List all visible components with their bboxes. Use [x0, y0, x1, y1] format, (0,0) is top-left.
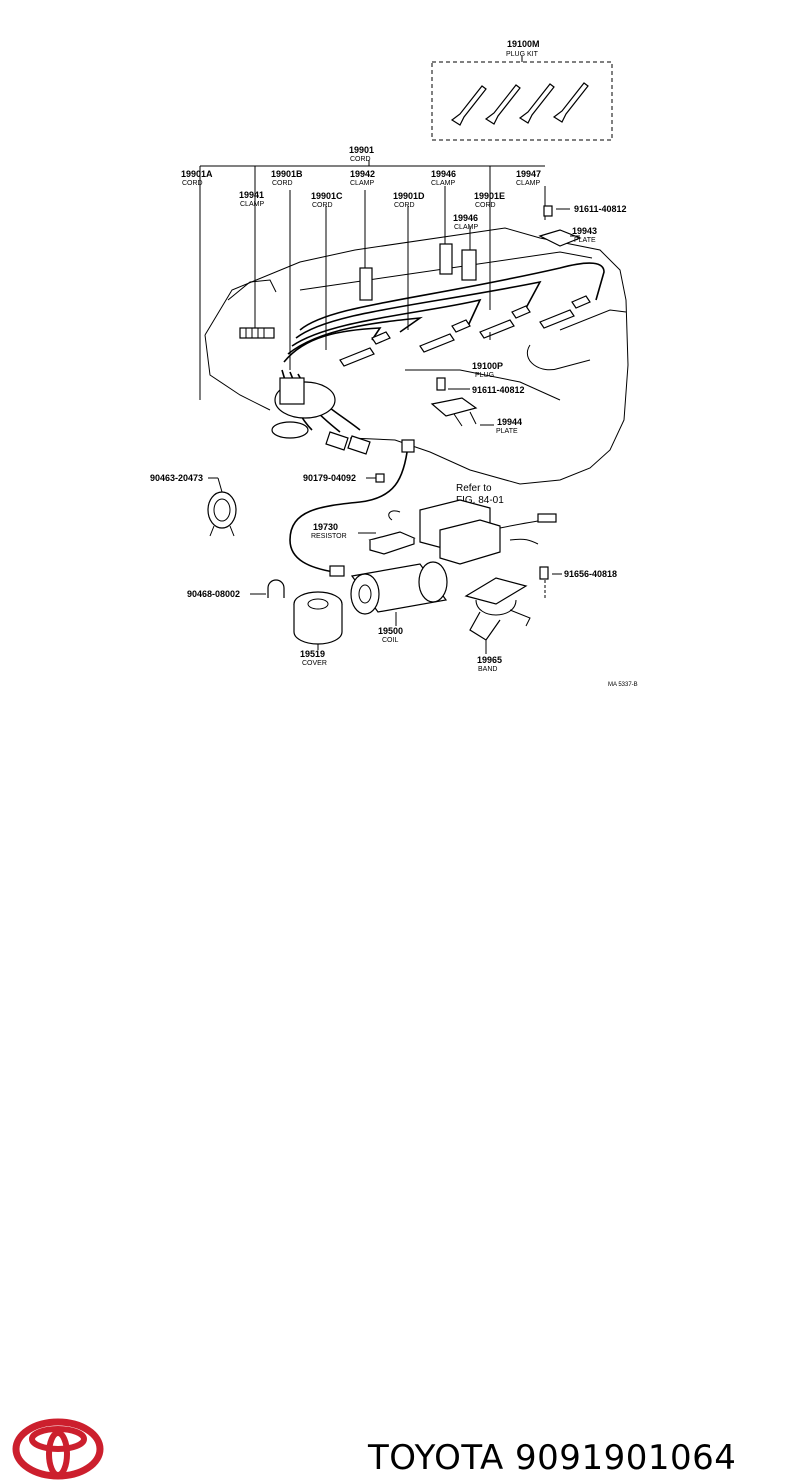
plate-19943-name: PLATE	[574, 237, 596, 244]
brand-name: TOYOTA	[368, 1438, 504, 1478]
clamp-19946b-number: 19946	[453, 213, 478, 223]
part-number: 9091901064	[515, 1438, 737, 1478]
clamp-19946a-number: 19946	[431, 169, 456, 179]
cover-19519-name: COVER	[302, 660, 327, 667]
cord-main-name: CORD	[350, 156, 371, 163]
cord-a-number: 19901A	[181, 169, 213, 179]
plate-icon	[538, 229, 582, 247]
cord-clamp-icon	[239, 243, 477, 339]
plate-19943-number: 19943	[572, 226, 597, 236]
cord-b-number: 19901B	[271, 169, 303, 179]
plug-kit-box	[431, 61, 613, 141]
plug-kit-name: PLUG KIT	[506, 51, 539, 58]
coil-band-icon	[464, 577, 531, 641]
spark-plug-icon	[450, 82, 589, 126]
coil-19500-number: 19500	[378, 626, 403, 636]
band-19965-name: BAND	[478, 666, 497, 673]
cord-e-number: 19901E	[474, 191, 505, 201]
plug-19100p-number: 19100P	[472, 361, 503, 371]
plate-19944-number: 19944	[497, 417, 522, 427]
clamp-19941-name: CLAMP	[240, 201, 264, 208]
bolt-icon	[436, 377, 446, 391]
brand-part-number: TOYOTA 9091901064	[368, 1438, 736, 1478]
cord-leader-lines	[199, 160, 546, 400]
engine-block	[204, 227, 629, 485]
bolt-icon	[539, 566, 549, 580]
ignition-coil-icon	[350, 561, 448, 615]
clip-90463-number: 90463-20473	[150, 473, 203, 483]
clamp-19941-number: 19941	[239, 190, 264, 200]
cord-d-name: CORD	[394, 202, 415, 209]
distributor-icon	[271, 377, 371, 455]
footer: TOYOTA 9091901064	[0, 700, 800, 1480]
hose-clip-icon	[207, 491, 237, 537]
cord-a-name: CORD	[182, 180, 203, 187]
clamp-19947-name: CLAMP	[516, 180, 540, 187]
plug-19100p-name: PLUG	[475, 372, 494, 379]
toyota-emblem-icon	[12, 1418, 104, 1480]
plug-kit-group: 19100M PLUG KIT	[431, 39, 613, 141]
resistor-icon	[368, 531, 416, 555]
clamp-19942-number: 19942	[350, 169, 375, 179]
clamp-19946b-name: CLAMP	[454, 224, 478, 231]
coil-cover-icon	[293, 591, 343, 645]
clamp-19942-name: CLAMP	[350, 180, 374, 187]
igniter-icon	[388, 499, 557, 565]
resistor-19730-name: RESISTOR	[311, 533, 347, 540]
drawing-reference: MA 5337-B	[608, 682, 638, 688]
cord-e-name: CORD	[475, 202, 496, 209]
ignition-parts-diagram: 19100M PLUG KIT 19901 CORD 19901A CORD 1…	[150, 39, 638, 688]
bolt-top-number: 91611-40812	[574, 204, 627, 214]
connector-icon	[375, 473, 385, 483]
plug-kit-number: 19100M	[507, 39, 540, 49]
plate-19943-group	[538, 205, 582, 247]
coil-19500-name: COIL	[382, 637, 398, 644]
band-19965-number: 19965	[477, 655, 502, 665]
plate-icon	[430, 397, 478, 417]
cord-b-name: CORD	[272, 180, 293, 187]
coil-cord	[289, 444, 409, 573]
cord-main-number: 19901	[349, 145, 374, 155]
bolt-icon	[543, 205, 553, 217]
clip-90468-number: 90468-08002	[187, 589, 240, 599]
plug-boot-icon	[339, 295, 591, 367]
cover-19519-number: 19519	[300, 649, 325, 659]
refer-to-line1: Refer to	[456, 483, 492, 494]
cord-d-number: 19901D	[393, 191, 425, 201]
clamp-19947-number: 19947	[516, 169, 541, 179]
resistor-19730-number: 19730	[313, 522, 338, 532]
bolt-91656-number: 91656-40818	[564, 569, 617, 579]
clip-icon	[267, 579, 285, 598]
plate-19944-group	[430, 377, 494, 427]
refer-to-line2: FIG. 84-01	[456, 495, 504, 506]
bolt-mid-number: 91611-40812	[472, 385, 525, 395]
plate-19944-name: PLATE	[496, 428, 518, 435]
part-90179-number: 90179-04092	[303, 473, 356, 483]
clamp-19946a-name: CLAMP	[431, 180, 455, 187]
cord-c-number: 19901C	[311, 191, 343, 201]
cord-c-name: CORD	[312, 202, 333, 209]
